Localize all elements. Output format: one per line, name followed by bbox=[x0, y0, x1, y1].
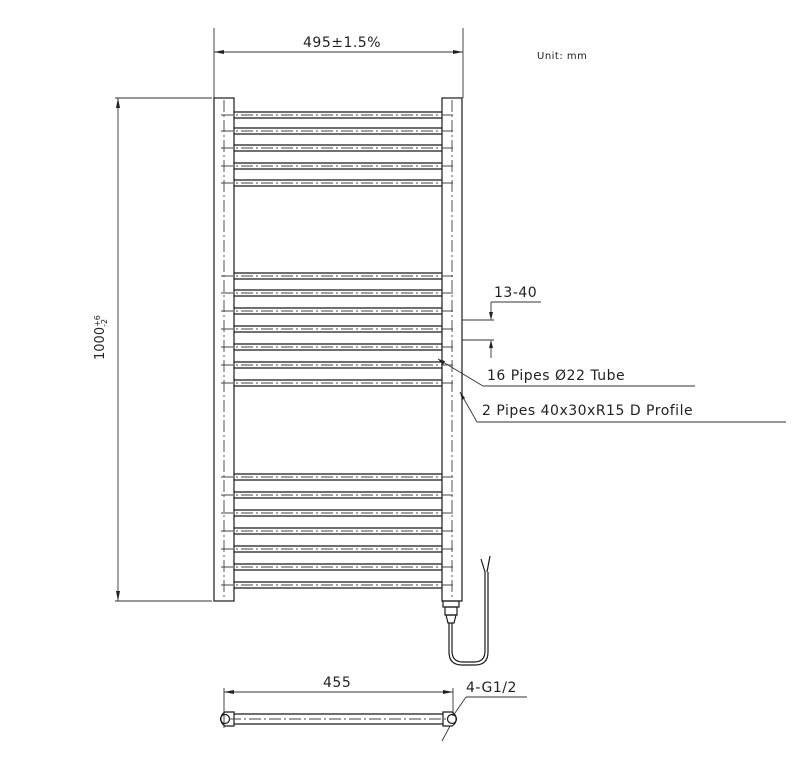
heating-element bbox=[442, 555, 491, 666]
height-tol-minus: -2 bbox=[99, 318, 109, 327]
profiles-callout: 2 Pipes 40x30xR15 D Profile bbox=[482, 403, 694, 419]
right-rail bbox=[441, 97, 463, 602]
tube-bars bbox=[221, 111, 455, 589]
plan-view bbox=[219, 688, 527, 742]
pipe-spacing-dimension bbox=[462, 301, 541, 358]
height-value: 1000 bbox=[93, 326, 108, 360]
overall-width-label: 495±1.5% bbox=[303, 35, 382, 51]
tubes-callout: 16 Pipes Ø22 Tube bbox=[487, 368, 626, 384]
leader-profiles bbox=[459, 391, 786, 423]
pipe-spacing-label: 13-40 bbox=[494, 285, 538, 301]
center-distance-label: 455 bbox=[323, 675, 352, 691]
connections-label: 4-G1/2 bbox=[466, 680, 517, 696]
unit-note: Unit: mm bbox=[537, 51, 588, 62]
width-dimension bbox=[213, 28, 464, 98]
leader-tubes bbox=[437, 358, 695, 387]
overall-height-label: 1000+6-2 bbox=[93, 315, 109, 360]
height-dimension bbox=[115, 97, 212, 602]
left-rail bbox=[213, 97, 235, 602]
